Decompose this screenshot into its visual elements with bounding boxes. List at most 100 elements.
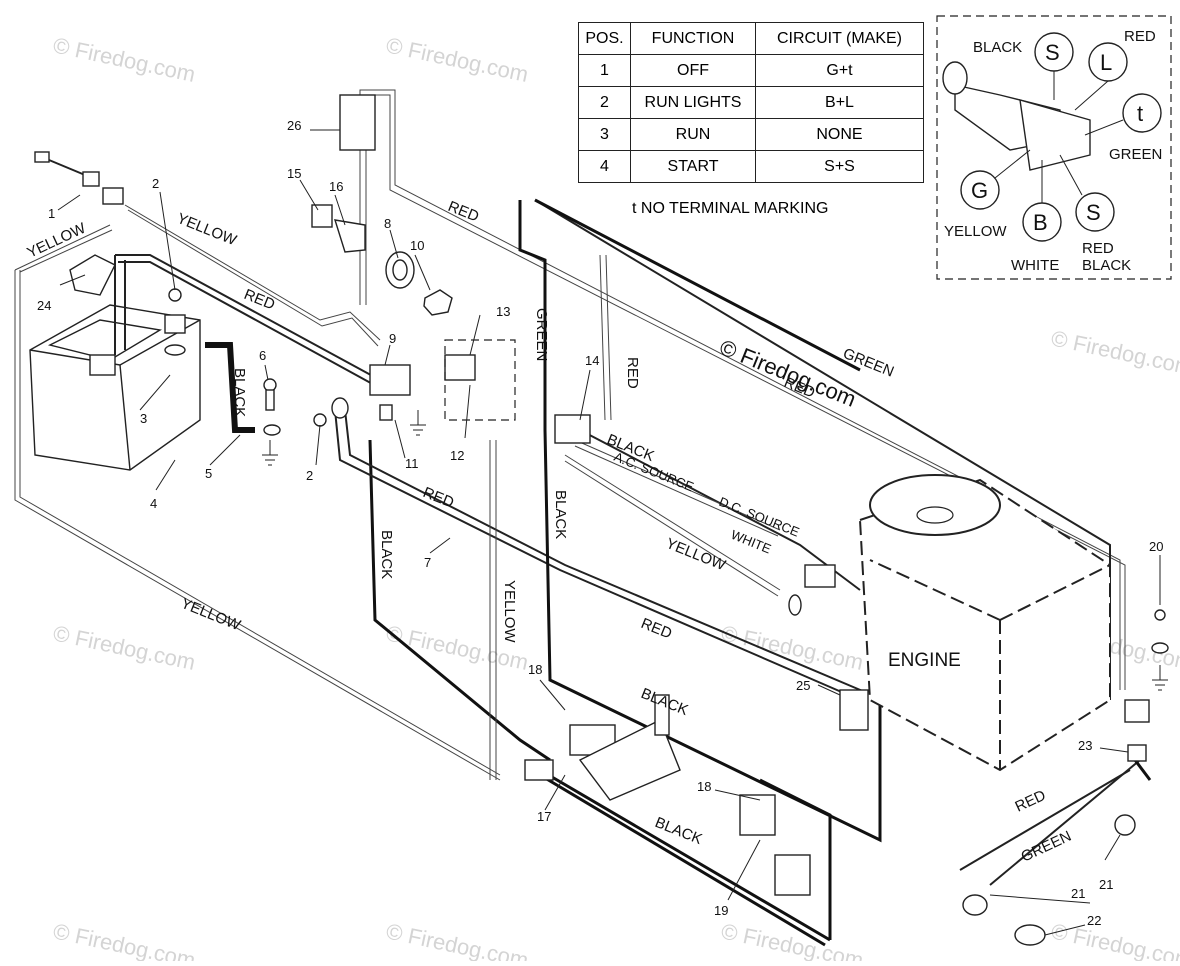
table-cell: OFF (630, 54, 756, 87)
svg-text:26: 26 (287, 118, 301, 133)
ignition-box (444, 339, 516, 421)
svg-text:RED: RED (242, 286, 278, 314)
svg-text:7: 7 (424, 555, 431, 570)
svg-text:BLACK: BLACK (973, 39, 1022, 56)
callouts: 1 2 2 3 4 5 6 7 8 9 10 11 12 13 14 15 16… (37, 118, 1163, 936)
svg-text:BLACK: BLACK (378, 530, 395, 579)
svg-text:4: 4 (150, 496, 157, 511)
svg-text:21: 21 (1071, 886, 1085, 901)
table-row: 3 RUN NONE (578, 118, 924, 151)
table-cell: 4 (578, 150, 631, 183)
svg-text:16: 16 (329, 179, 343, 194)
table-cell: 2 (578, 86, 631, 119)
svg-text:YELLOW: YELLOW (664, 535, 729, 574)
watermark: © Firedog.com (384, 918, 531, 961)
svg-text:A.C. SOURCE: A.C. SOURCE (612, 449, 696, 495)
svg-text:BLACK: BLACK (231, 368, 248, 417)
terminal-s-bottom (1075, 192, 1115, 232)
watermark: © Firedog.com (51, 918, 198, 961)
svg-text:B: B (1033, 210, 1048, 235)
svg-text:18: 18 (697, 779, 711, 794)
svg-text:10: 10 (410, 238, 424, 253)
table-note: t NO TERMINAL MARKING (632, 200, 829, 217)
table-header-row: POS. FUNCTION CIRCUIT (MAKE) (578, 22, 924, 55)
table-row: 2 RUN LIGHTS B+L (578, 86, 924, 119)
table-cell: 1 (578, 54, 631, 87)
terminal-g (960, 170, 1000, 210)
svg-text:GREEN: GREEN (841, 345, 897, 381)
svg-text:2: 2 (306, 468, 313, 483)
svg-text:GREEN: GREEN (533, 308, 550, 361)
svg-text:11: 11 (405, 456, 419, 471)
svg-text:17: 17 (537, 809, 551, 824)
table-cell: G+t (755, 54, 924, 87)
table-row: 1 OFF G+t (578, 54, 924, 87)
svg-text:D.C. SOURCE: D.C. SOURCE (717, 494, 802, 540)
svg-text:6: 6 (259, 348, 266, 363)
svg-text:RED: RED (1124, 28, 1156, 45)
svg-text:BLACK: BLACK (552, 490, 569, 539)
engine-label: ENGINE (888, 650, 961, 671)
svg-text:L: L (1100, 50, 1112, 75)
svg-text:8: 8 (384, 216, 391, 231)
watermark: © Firedog.com (1049, 918, 1180, 961)
battery (29, 255, 201, 471)
svg-text:S: S (1045, 40, 1060, 65)
engine: ENGINE (858, 474, 1111, 772)
svg-text:1: 1 (48, 206, 55, 221)
watermark: © Firedog.com (51, 32, 198, 87)
switch-position-table: POS. FUNCTION CIRCUIT (MAKE) 1 OFF G+t 2… (578, 22, 924, 183)
svg-text:RED: RED (421, 484, 457, 512)
svg-text:24: 24 (37, 298, 51, 313)
svg-text:12: 12 (450, 448, 464, 463)
svg-text:WHITE: WHITE (1011, 257, 1059, 274)
svg-text:RED: RED (1013, 787, 1049, 816)
svg-text:25: 25 (796, 678, 810, 693)
small-parts (168, 94, 1169, 946)
svg-text:RED: RED (624, 357, 641, 389)
svg-text:YELLOW: YELLOW (501, 580, 518, 643)
watermark: © Firedog.com (384, 32, 531, 87)
connector-1 (34, 151, 124, 205)
svg-text:5: 5 (205, 466, 212, 481)
svg-text:YELLOW: YELLOW (944, 223, 1007, 240)
svg-text:3: 3 (140, 411, 147, 426)
table-cell: RUN (630, 118, 756, 151)
switch-detail: S L t G B S BLACK RED GREEN YELLOW WHITE… (936, 15, 1172, 280)
svg-text:19: 19 (714, 903, 728, 918)
svg-text:BLACK: BLACK (1082, 257, 1131, 274)
table-row: 4 START S+S (578, 150, 924, 183)
svg-text:GREEN: GREEN (1109, 146, 1162, 163)
terminal-t (1122, 93, 1162, 133)
svg-text:21: 21 (1099, 877, 1113, 892)
svg-text:23: 23 (1078, 738, 1092, 753)
ground-symbols (262, 410, 1168, 691)
wires (14, 89, 1152, 947)
svg-text:14: 14 (585, 353, 599, 368)
svg-text:22: 22 (1087, 913, 1101, 928)
svg-text:S: S (1086, 200, 1101, 225)
svg-text:GREEN: GREEN (1019, 828, 1075, 866)
svg-text:t: t (1137, 101, 1143, 126)
watermark: © Firedog.com (51, 620, 198, 675)
table-cell: RUN LIGHTS (630, 86, 756, 119)
svg-text:BLACK: BLACK (653, 814, 705, 848)
svg-text:2: 2 (152, 176, 159, 191)
svg-text:RED: RED (1082, 240, 1114, 257)
svg-text:20: 20 (1149, 539, 1163, 554)
battery-cover (69, 254, 116, 296)
svg-text:15: 15 (287, 166, 301, 181)
table-cell: START (630, 150, 756, 183)
table-cell: B+L (755, 86, 924, 119)
column-header: CIRCUIT (MAKE) (755, 22, 924, 55)
table-cell: NONE (755, 118, 924, 151)
svg-text:RED: RED (639, 615, 675, 643)
svg-text:18: 18 (528, 662, 542, 677)
table-cell: S+S (755, 150, 924, 183)
table-cell: 3 (578, 118, 631, 151)
svg-text:9: 9 (389, 331, 396, 346)
watermark: © Firedog.com (1049, 325, 1180, 380)
svg-text:13: 13 (496, 304, 510, 319)
column-header: FUNCTION (630, 22, 756, 55)
